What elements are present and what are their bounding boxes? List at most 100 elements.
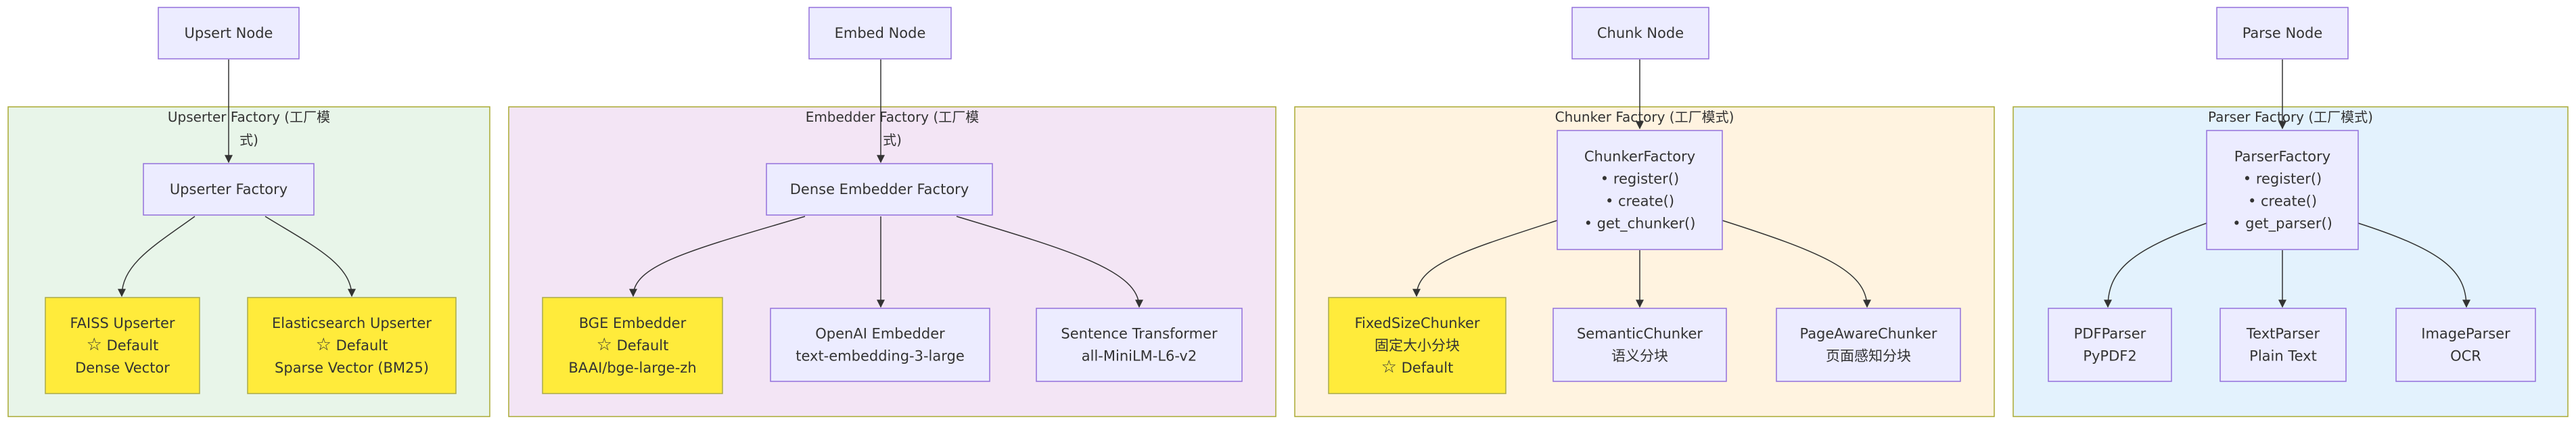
dense-embedder-factory-node: Dense Embedder Factory: [766, 163, 993, 216]
edge-upserter-factory-to-elasticsearch: [264, 216, 356, 298]
semantic-label-line-2: 语义分块: [1611, 348, 1668, 364]
sentence-transformer-label-line-2: all-MiniLM-L6-v2: [1082, 348, 1197, 364]
parse-node-label: Parse Node: [2242, 25, 2323, 41]
sentence-transformer-label-line-1: Sentence Transformer: [1061, 326, 1218, 342]
edges: [118, 60, 2470, 308]
chunk-node-label: Chunk Node: [1597, 25, 1684, 41]
parser-factory-label-line-3: • create(): [2248, 193, 2317, 210]
text-label-line-2: Plain Text: [2249, 348, 2317, 364]
page-aware-node: PageAwareChunker 页面感知分块: [1776, 308, 1961, 382]
edge-dense-embedder-factory-to-sentence-transformer: [956, 216, 1143, 308]
text-label-line-1: TextParser: [2246, 326, 2320, 342]
semantic-node-box: [1552, 308, 1727, 382]
edge-parser-factory-to-pdf: [2104, 222, 2207, 308]
parser-factory-label-line-2: • register(): [2243, 171, 2322, 187]
page-aware-label-line-2: 页面感知分块: [1826, 348, 1911, 364]
upserter-cluster-title-line-2: 式): [239, 132, 258, 148]
pdf-label-line-2: PyPDF2: [2083, 348, 2136, 364]
elasticsearch-default-text: Default: [331, 337, 388, 354]
elasticsearch-label-line-3: Sparse Vector (BM25): [275, 360, 429, 376]
upserter-factory-node: Upserter Factory: [143, 163, 315, 216]
fixed-size-default-label: ☆ Default: [1381, 357, 1454, 377]
pdf-label-line-1: PDFParser: [2074, 326, 2146, 342]
edge-upserter-factory-to-faiss: [118, 216, 196, 298]
bge-default-text: Default: [612, 337, 668, 354]
elasticsearch-default-label: ☆ Default: [316, 335, 388, 355]
parser-cluster-title: Parser Factory (工厂模式): [2208, 109, 2373, 125]
semantic-label-line-1: SemanticChunker: [1577, 326, 1703, 342]
upserter-cluster-title-line-1: Upserter Factory (工厂模: [168, 109, 330, 125]
dense-embedder-factory-node-box: [766, 163, 993, 216]
faiss-default-text: Default: [102, 337, 158, 354]
faiss-label-line-3: Dense Vector: [75, 360, 170, 376]
star-icon: ☆: [316, 335, 331, 355]
chunk-node: Chunk Node: [1571, 7, 1709, 60]
chunk-node-box: [1571, 7, 1709, 60]
embed-node: Embed Node: [808, 7, 952, 60]
edge-dense-embedder-factory-to-bge: [629, 216, 806, 298]
parse-node: Parse Node: [2216, 7, 2349, 60]
edge-chunker-factory-to-page-aware: [1722, 220, 1871, 308]
parser-factory-label-line-1: ParserFactory: [2234, 149, 2330, 165]
image-label-line-1: ImageParser: [2421, 326, 2510, 342]
star-icon: ☆: [597, 335, 612, 355]
upserter-factory-label-line-1: Upserter Factory: [170, 181, 288, 197]
elasticsearch-node-box: [247, 297, 457, 394]
faiss-default-label: ☆ Default: [87, 335, 159, 355]
sentence-transformer-node: Sentence Transformer all-MiniLM-L6-v2: [1036, 308, 1243, 382]
embedder-cluster-title-line-1: Embedder Factory (工厂模: [806, 109, 980, 125]
openai-label-line-1: OpenAI Embedder: [815, 326, 945, 342]
chunker-factory-label-line-4: • get_chunker(): [1584, 216, 1696, 233]
star-icon: ☆: [87, 335, 102, 355]
fixed-size-label-line-1: FixedSizeChunker: [1354, 315, 1479, 331]
chunker-factory-label-line-3: • create(): [1605, 193, 1674, 210]
upserter-factory-node-box: [143, 163, 315, 216]
upsert-node: Upsert Node: [158, 7, 300, 60]
chunker-factory-node: ChunkerFactory • register() • create() • ge…: [1557, 130, 1723, 250]
text-node-box: [2220, 308, 2347, 382]
pdf-node-box: [2048, 308, 2172, 382]
embed-node-box: [808, 7, 952, 60]
bge-label-line-1: BGE Embedder: [579, 315, 687, 331]
openai-node: OpenAI Embedder text-embedding-3-large: [770, 308, 990, 382]
faiss-label-line-1: FAISS Upserter: [70, 315, 175, 331]
semantic-node: SemanticChunker 语义分块: [1552, 308, 1727, 382]
upsert-node-box: [158, 7, 300, 60]
bge-default-label: ☆ Default: [597, 335, 669, 355]
chunker-cluster-title: Chunker Factory (工厂模式): [1555, 109, 1734, 125]
bge-label-line-3: BAAI/bge-large-zh: [568, 360, 696, 376]
faiss-node-box: [45, 297, 200, 394]
parser-factory-label-line-4: • get_parser(): [2232, 216, 2332, 233]
sentence-transformer-node-box: [1036, 308, 1243, 382]
fixed-size-node: FixedSizeChunker 固定大小分块 ☆ Default: [1328, 297, 1506, 394]
chunker-factory-label-line-2: • register(): [1601, 171, 1679, 187]
page-aware-label-line-1: PageAwareChunker: [1799, 326, 1937, 342]
fixed-size-default-text: Default: [1397, 360, 1453, 376]
openai-label-line-2: text-embedding-3-large: [796, 348, 965, 364]
edge-chunker-factory-to-fixed-size: [1412, 220, 1558, 298]
page-aware-node-box: [1776, 308, 1961, 382]
edge-parser-factory-to-image: [2358, 222, 2470, 308]
star-icon: ☆: [1381, 357, 1397, 377]
upsert-node-label: Upsert Node: [185, 25, 273, 41]
embed-node-label: Embed Node: [835, 25, 926, 41]
bge-node-box: [542, 297, 723, 394]
fixed-size-label-line-2: 固定大小分块: [1375, 337, 1460, 354]
fixed-size-node-box: [1328, 297, 1506, 394]
chunker-factory-label-line-1: ChunkerFactory: [1584, 149, 1695, 165]
openai-node-box: [770, 308, 990, 382]
embedder-cluster-title-line-2: 式): [883, 132, 902, 148]
image-node-box: [2395, 308, 2536, 382]
parser-factory-node-box: [2206, 130, 2359, 250]
dense-embedder-factory-label-line-1: Dense Embedder Factory: [790, 181, 969, 197]
elasticsearch-label-line-1: Elasticsearch Upserter: [272, 315, 432, 331]
chunker-factory-node-box: [1557, 130, 1723, 250]
parser-factory-node: ParserFactory • register() • create() • get…: [2206, 130, 2359, 250]
